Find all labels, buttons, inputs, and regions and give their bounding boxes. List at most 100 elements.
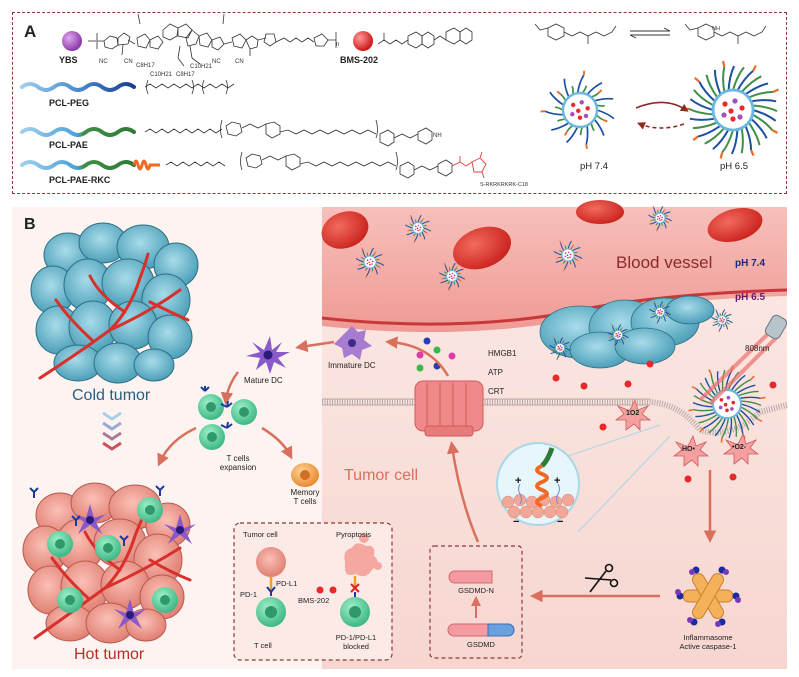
maleimide-structure [451, 151, 487, 179]
pcl-pae-structure [144, 119, 433, 147]
cell-membrane [322, 398, 788, 436]
ph-65-micelle-label: pH 6.5 [720, 161, 748, 172]
ybs-sphere-icon [62, 31, 82, 51]
nh-label: NH [433, 133, 442, 139]
rkc-peptide-label: S-RKRKRKRK-C18 [480, 182, 528, 188]
panel-a-label: A [24, 22, 37, 41]
bms-202-sphere-icon [353, 31, 373, 51]
svg-text:C10H21: C10H21 [190, 64, 213, 70]
svg-text:C8H17: C8H17 [136, 63, 155, 69]
blood-vessel-label: Blood vessel [616, 253, 713, 272]
svg-text:n: n [336, 42, 339, 48]
t-cells-expansion-label-line1: T cells [226, 454, 250, 463]
pcl-pae-rkc-label: PCL-PAE-RKC [49, 175, 111, 185]
svg-text:CN: CN [235, 59, 244, 65]
bms-202-label: BMS-202 [340, 55, 379, 65]
pcl-pae-rkc-structure [165, 151, 453, 179]
svg-text:CN: CN [124, 59, 133, 65]
nh-plus-label: NH [712, 26, 720, 32]
memory-t-cell-icon [291, 463, 319, 487]
membrane-bound-micelle-icon [688, 365, 766, 443]
superoxide-label: •O2- [732, 444, 747, 451]
gsdmd-box [429, 545, 523, 659]
gsdmd-pore-arrow [446, 441, 480, 543]
ph-74-micelle-label: pH 7.4 [580, 161, 608, 172]
laser-808-icon [698, 314, 788, 406]
inset-blocked-label-line1: PD-1/PD-L1 [335, 633, 377, 642]
inflammasome-icon [675, 566, 741, 627]
ybs-label: YBS [59, 55, 78, 65]
immature-dc-icon [334, 326, 372, 360]
inset-pyroptosis-label: Pyroptosis [336, 530, 372, 539]
dc-to-tcell-arrow [220, 371, 239, 405]
ros-bursts [614, 398, 760, 467]
t-cells-expansion-icon [198, 386, 257, 450]
negative-charge-right: − [557, 516, 563, 528]
inset-tumor-cell-label: Tumor cell [243, 530, 278, 539]
bms-202-structure [377, 27, 473, 49]
hot-tumor-icon [22, 482, 196, 644]
positive-charge-left: + [515, 475, 521, 487]
tcell-to-tumor-arrow [157, 426, 197, 467]
laser-808nm-label: 808nm [745, 344, 770, 353]
pcl-pae-label: PCL-PAE [49, 140, 88, 150]
circulating-micelles [355, 205, 733, 361]
pcl-peg-label: PCL-PEG [49, 98, 90, 108]
scissors-icon [584, 563, 619, 593]
t-cells-expansion-label-line2: expansion [219, 463, 257, 472]
inset-t-cell-label: T cell [254, 641, 272, 650]
tcell-to-memory-arrow [261, 426, 293, 460]
inset-pd-1-label: PD-1 [240, 590, 258, 599]
rkc-peptide-icon [132, 159, 160, 171]
gsdmd-label: GSDMD [467, 640, 495, 649]
hydroxyl-radical-label: HO• [682, 446, 695, 453]
memory-t-cells-label-line2: T cells [293, 497, 317, 506]
pcl-pae-chain-icon [20, 127, 136, 137]
svg-text:C8H17: C8H17 [176, 72, 195, 78]
inflammasome-label: Inflammasome [683, 633, 733, 642]
pcl-peg-structure [144, 79, 235, 95]
released-bms-202-dots [552, 360, 777, 483]
shrink-arrow [637, 122, 685, 130]
svg-text:NC: NC [99, 59, 108, 65]
damp-molecules [416, 337, 456, 372]
pcl-pae-rkc-chain-icon [20, 160, 136, 170]
transition-chevrons-icon [102, 411, 122, 451]
ybs-structure [88, 13, 337, 67]
panel-b-label: B [24, 216, 36, 233]
ph-switch-structure-left [534, 23, 617, 44]
svg-text:NC: NC [212, 59, 221, 65]
mature-dc-label: Mature DC [244, 376, 283, 385]
svg-text:C10H21: C10H21 [150, 72, 173, 78]
gsdmd-pore-icon [414, 380, 484, 437]
gsdmd-n-icon [448, 570, 493, 584]
cold-tumor-icon [30, 222, 199, 384]
micelle-ph65-icon [682, 60, 780, 159]
inset-tumor-cell-icon [256, 547, 286, 627]
singlet-oxygen-label: 1O2 [626, 410, 640, 417]
dc-maturation-arrow [295, 339, 335, 353]
micelle-ph74-icon [540, 70, 615, 150]
tumor-cell-label: Tumor cell [344, 467, 419, 484]
immature-dc-label: Immature DC [328, 361, 376, 370]
ph-switch-structure-right [684, 23, 767, 44]
swell-arrow [635, 101, 689, 112]
ph-74-vessel-label: pH 7.4 [735, 258, 766, 269]
damp-crt-label: CRT [488, 387, 505, 396]
panel-a-box [12, 12, 787, 194]
inset-blocked-label-line2: blocked [343, 642, 369, 651]
negative-charge-left: − [513, 516, 519, 528]
ybs-chem-labels: NC CN NC CN n C8H17 C10H21 C8H17 C10H21 [99, 42, 339, 78]
cold-tumor-label: Cold tumor [72, 387, 151, 404]
mature-dc-icon [246, 336, 290, 374]
hot-tumor-label: Hot tumor [74, 646, 145, 663]
gsdmd-n-label: GSDMD-N [458, 586, 494, 595]
damp-atp-label: ATP [488, 368, 503, 377]
memory-t-cells-label-line1: Memory [290, 488, 320, 497]
pcl-peg-chain-icon [20, 82, 136, 92]
active-caspase-1-label: Active caspase-1 [679, 642, 737, 651]
red-blood-cells [321, 200, 763, 270]
inset-bms-202-label: BMS-202 [298, 596, 330, 605]
